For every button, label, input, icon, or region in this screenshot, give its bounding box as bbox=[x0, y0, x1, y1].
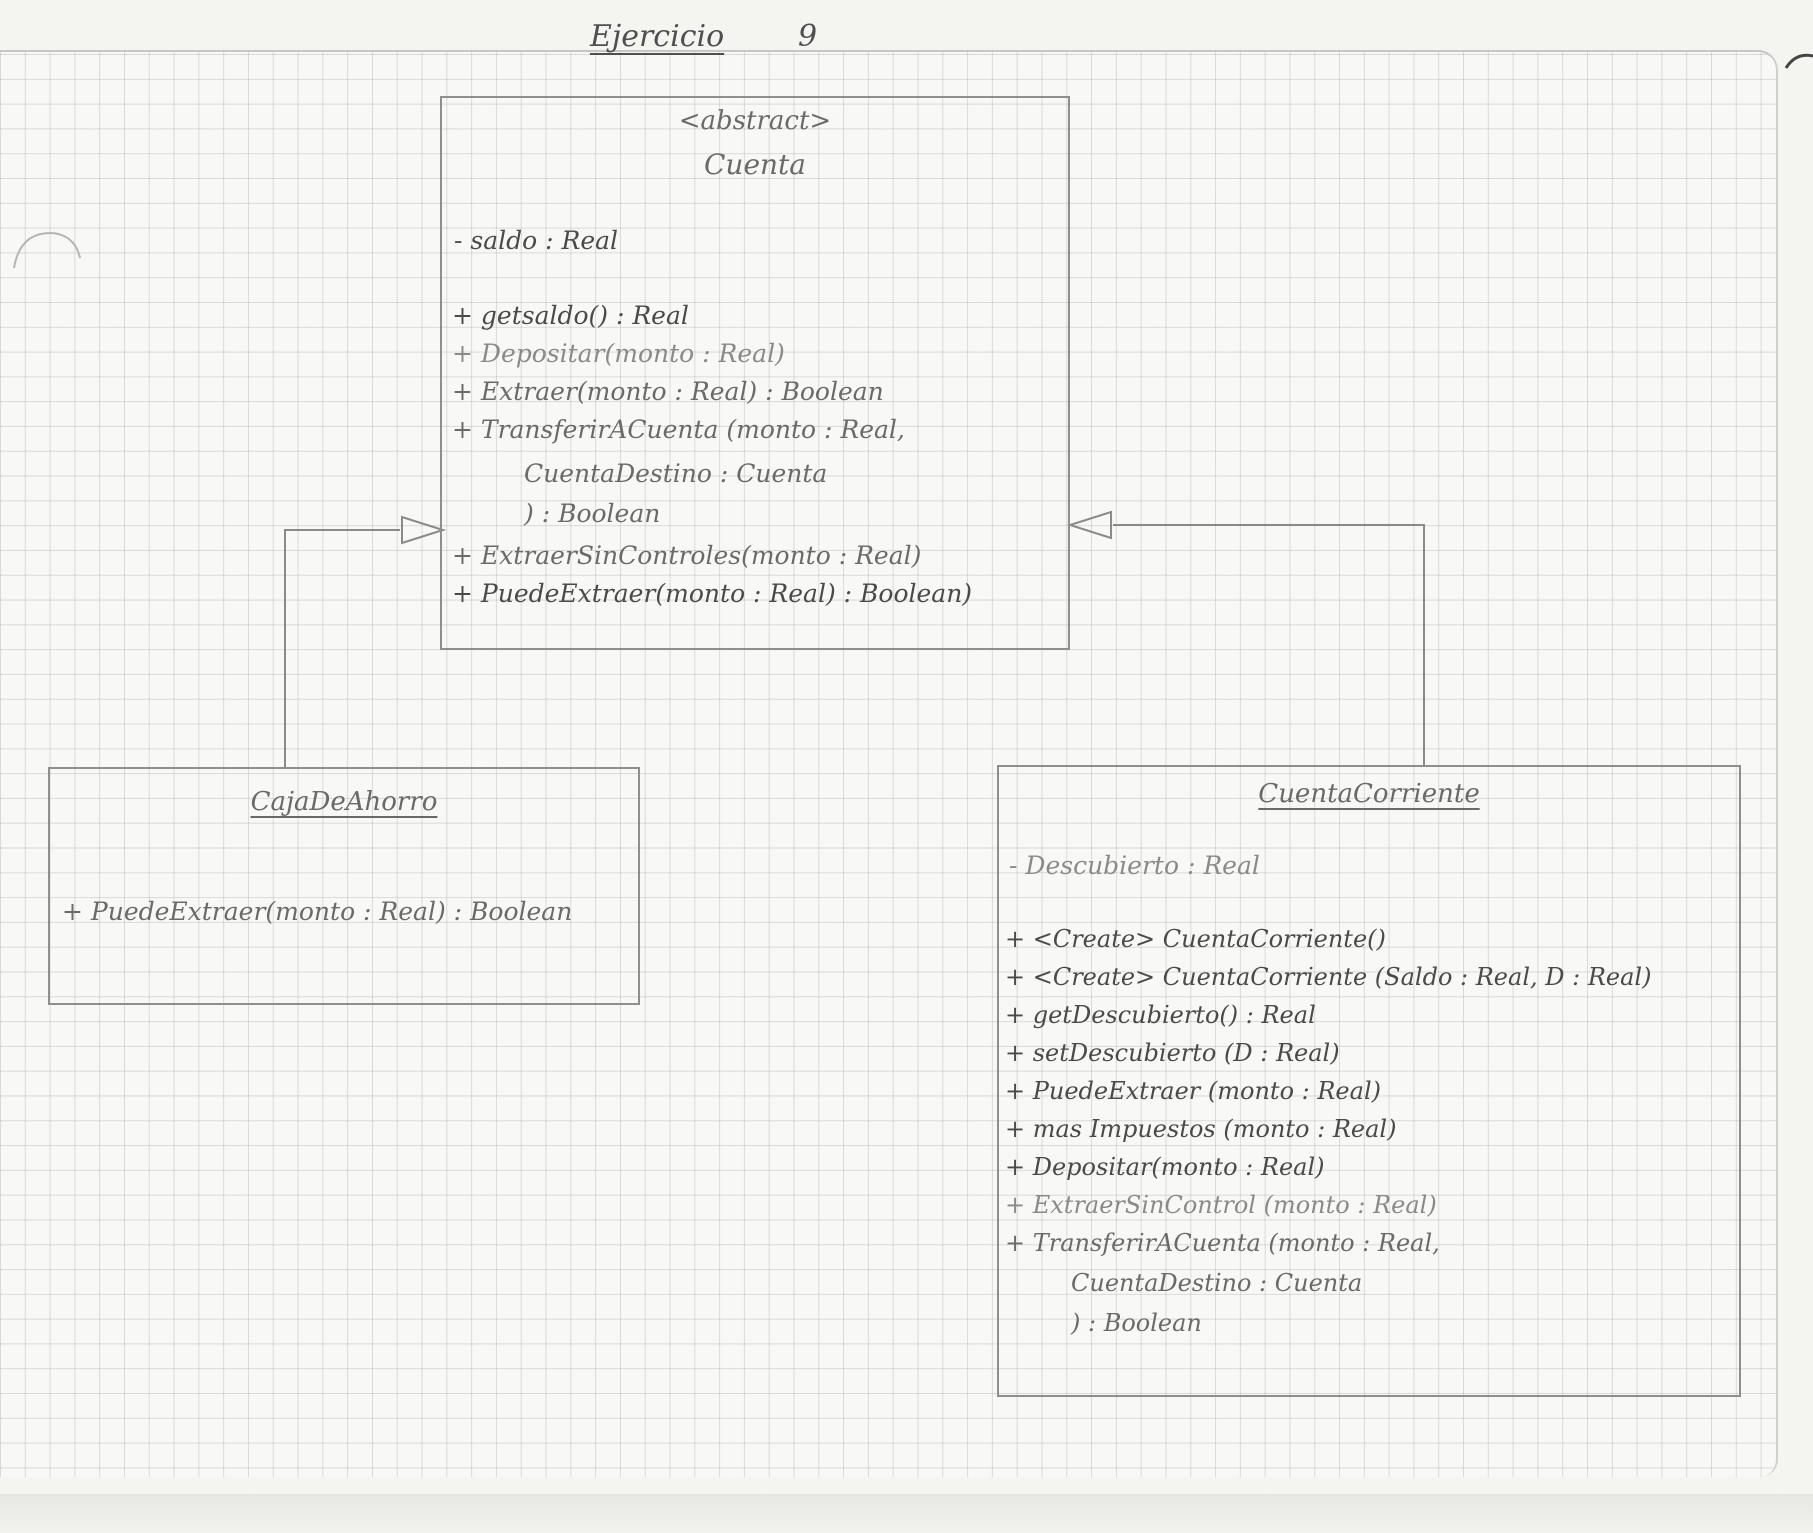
title-label: Ejercicio bbox=[590, 19, 725, 54]
corriente-method-transferir: + TransferirACuenta (monto : Real, bbox=[1005, 1229, 1440, 1257]
cuenta-method-puede-extraer: + PuedeExtraer(monto : Real) : Boolean) bbox=[452, 579, 973, 608]
class-cuenta: <abstract> Cuenta - saldo : Real + getsa… bbox=[440, 96, 1070, 650]
corriente-method-extraer-sin-control: + ExtraerSinControl (monto : Real) bbox=[1005, 1191, 1437, 1219]
class-cuenta-name: Cuenta bbox=[703, 148, 806, 181]
generalization-line-caja bbox=[284, 529, 400, 767]
corriente-attribute-descubierto: - Descubierto : Real bbox=[1009, 851, 1260, 880]
corriente-method-puede-extraer: + PuedeExtraer (monto : Real) bbox=[1005, 1077, 1381, 1105]
graph-paper bbox=[0, 50, 1778, 1477]
cuenta-method-extraer-sin-controles: + ExtraerSinControles(monto : Real) bbox=[452, 541, 922, 570]
corriente-method-set-descubierto: + setDescubierto (D : Real) bbox=[1005, 1039, 1340, 1067]
corriente-method-create-params: + <Create> CuentaCorriente (Saldo : Real… bbox=[1005, 963, 1652, 991]
scan-bottom-edge bbox=[0, 1494, 1813, 1533]
cuenta-method-depositar: + Depositar(monto : Real) bbox=[452, 339, 785, 368]
corriente-method-get-descubierto: + getDescubierto() : Real bbox=[1005, 1001, 1316, 1029]
corriente-method-transferir-param: CuentaDestino : Cuenta bbox=[1071, 1269, 1363, 1297]
corriente-method-transferir-return: ) : Boolean bbox=[1071, 1309, 1202, 1337]
cuenta-method-transferir-return: ) : Boolean bbox=[524, 499, 661, 528]
generalization-line-corriente bbox=[1113, 524, 1425, 765]
cuenta-method-getsaldo: + getsaldo() : Real bbox=[452, 301, 689, 330]
generalization-arrowhead-left bbox=[401, 515, 447, 545]
title-number: 9 bbox=[798, 19, 818, 54]
class-cuenta-stereotype: <abstract> bbox=[678, 106, 832, 136]
cuenta-method-transferir: + TransferirACuenta (monto : Real, bbox=[452, 415, 905, 444]
generalization-arrowhead-right bbox=[1066, 510, 1112, 540]
class-caja-name: CajaDeAhorro bbox=[250, 787, 438, 817]
caja-method-puede-extraer: + PuedeExtraer(monto : Real) : Boolean bbox=[62, 897, 573, 926]
class-cuenta-corriente: CuentaCorriente - Descubierto : Real + <… bbox=[997, 765, 1741, 1397]
corriente-method-depositar: + Depositar(monto : Real) bbox=[1005, 1153, 1325, 1181]
cuenta-method-extraer: + Extraer(monto : Real) : Boolean bbox=[452, 377, 884, 406]
class-caja-de-ahorro: CajaDeAhorro + PuedeExtraer(monto : Real… bbox=[48, 767, 640, 1005]
binder-hole-mark bbox=[13, 231, 81, 269]
page-curl-mark bbox=[1784, 53, 1813, 69]
corriente-method-create-empty: + <Create> CuentaCorriente() bbox=[1005, 925, 1386, 953]
cuenta-attribute-saldo: - saldo : Real bbox=[454, 226, 619, 255]
class-corriente-name: CuentaCorriente bbox=[1258, 779, 1480, 809]
cuenta-method-transferir-param: CuentaDestino : Cuenta bbox=[524, 459, 828, 488]
corriente-method-mas-impuestos: + mas Impuestos (monto : Real) bbox=[1005, 1115, 1397, 1143]
